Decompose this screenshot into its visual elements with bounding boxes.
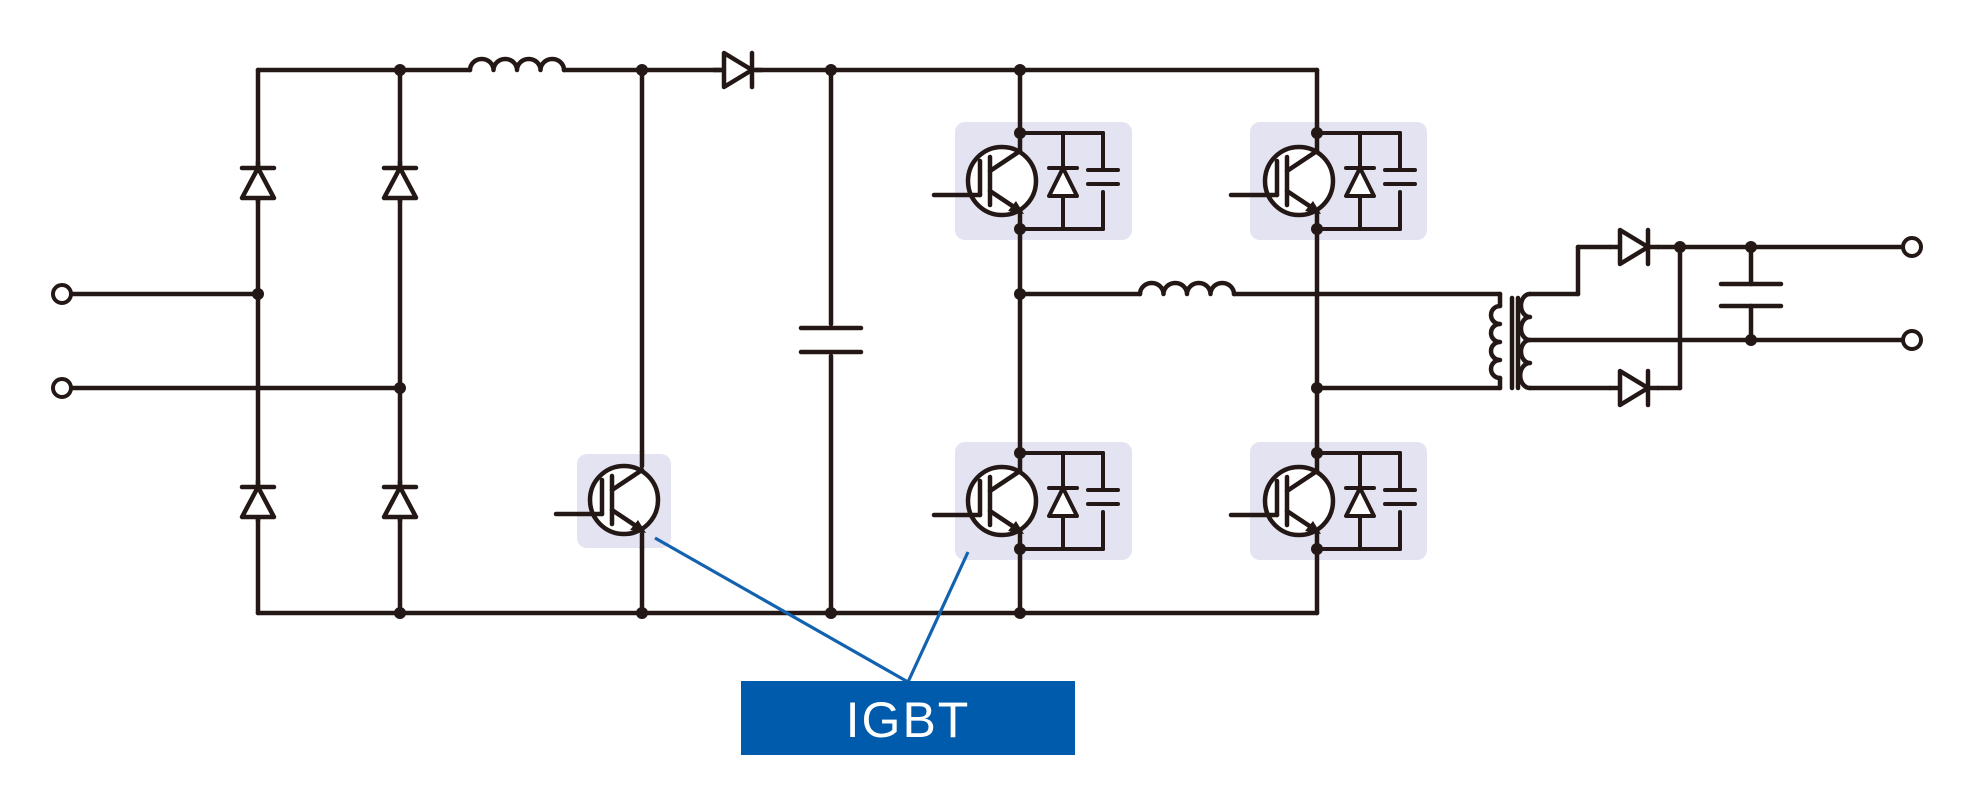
dc-link-capacitor bbox=[798, 325, 864, 355]
boost-diode bbox=[714, 53, 762, 87]
igbt-module-lower-left bbox=[934, 451, 1120, 551]
inductor-pfc bbox=[467, 56, 567, 73]
igbt-module-upper-right bbox=[1231, 131, 1417, 231]
output-terminals bbox=[1901, 236, 1923, 351]
output-rectifier-diodes bbox=[1610, 230, 1658, 405]
igbt-module-upper-left bbox=[934, 131, 1120, 231]
igbt-label: IGBT bbox=[846, 692, 971, 748]
inductor-resonant bbox=[1137, 280, 1237, 297]
pfc-igbt bbox=[556, 449, 658, 551]
junction-dots bbox=[252, 64, 1757, 619]
igbt-label-box bbox=[741, 681, 1075, 755]
igbt-module-lower-right bbox=[1231, 451, 1417, 551]
igbt-callout: IGBT bbox=[654, 536, 1075, 755]
bridge-rectifier bbox=[242, 162, 416, 521]
output-capacitor bbox=[1718, 281, 1784, 309]
transformer bbox=[1488, 291, 1533, 391]
input-terminals bbox=[51, 283, 73, 399]
